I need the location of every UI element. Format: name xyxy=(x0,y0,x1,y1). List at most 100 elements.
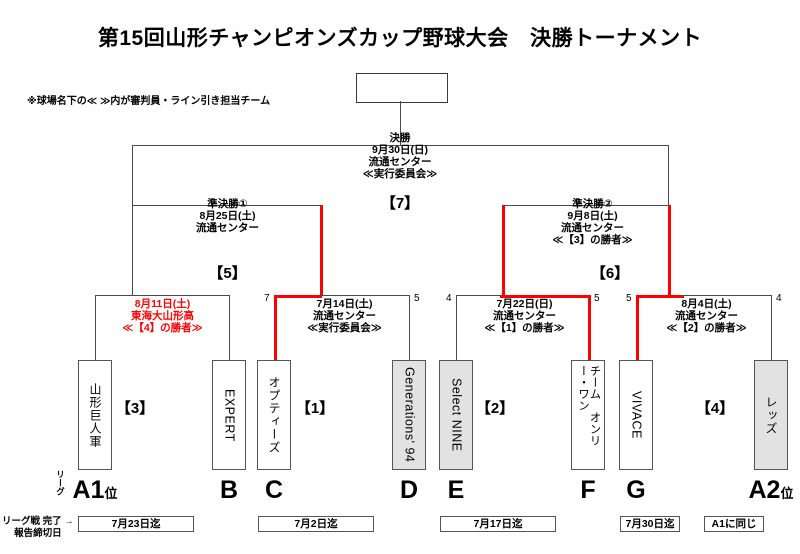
group-rank-8: 位 xyxy=(780,486,794,501)
team-name-6: チーム オンリー・ワン xyxy=(577,365,601,446)
team-name-7: VIVACE xyxy=(629,391,644,439)
quarterfinal-1-match-no: 【3】 xyxy=(115,400,155,417)
final-officials: ≪実行委員会≫ xyxy=(362,168,438,180)
quarterfinal-3-score-right: 5 xyxy=(594,293,600,304)
group-rank-1: 位 xyxy=(104,486,118,501)
team-name-1: 山形巨人軍 xyxy=(88,382,102,448)
final-match-no: 【7】 xyxy=(380,195,420,212)
quarterfinal-4-date: 8月4日(土) xyxy=(681,298,732,310)
team-box-5[interactable]: Select NINE xyxy=(439,360,473,470)
semifinal-2-officials: ≪【3】の勝者≫ xyxy=(552,234,633,246)
semifinal-1-date: 8月25日(土) xyxy=(199,210,256,222)
group-letter-7: G xyxy=(626,476,646,504)
quarterfinal-4-officials: ≪【2】の勝者≫ xyxy=(666,322,747,334)
group-letter-3: C xyxy=(264,476,284,504)
semifinal-1-left-drop-line xyxy=(132,205,134,295)
quarterfinal-2-right-drop-line xyxy=(409,295,411,360)
quarterfinal-3-bar-line-winner xyxy=(500,295,590,298)
final-right-drop-line xyxy=(668,145,670,205)
league-vertical-label: リーグ xyxy=(55,470,66,496)
quarterfinal-4-venue: 流通センター xyxy=(675,310,738,322)
deadline-box-3: 7月17日迄 xyxy=(440,516,556,532)
semifinal-2-round-label: 準決勝② xyxy=(572,198,613,210)
team-name-4: Generations' 94 xyxy=(402,367,417,463)
officials-note: ※球場名下の≪ ≫内が審判員・ライン引き担当チーム xyxy=(27,96,271,107)
team-box-8[interactable]: レッズ xyxy=(754,360,788,470)
final-left-drop-line xyxy=(132,145,134,205)
quarterfinal-3-venue: 流通センター xyxy=(493,310,556,322)
deadline-label: リーグ戦 完了 → 報告締切日 xyxy=(2,516,74,540)
quarterfinal-3-bar-line xyxy=(456,295,504,297)
quarterfinal-4-score-left: 5 xyxy=(626,293,632,304)
page-title: 第15回山形チャンピオンズカップ野球大会 決勝トーナメント xyxy=(97,27,703,50)
semifinal-2-venue: 流通センター xyxy=(561,222,624,234)
group-label-8: A2位 xyxy=(741,478,800,503)
team-name-8: レッズ xyxy=(764,395,778,435)
final-bar-line xyxy=(132,145,669,147)
quarterfinal-4-left-drop-line-winner xyxy=(636,295,639,360)
quarterfinal-3-left-drop-line xyxy=(456,295,458,360)
quarterfinal-3-officials: ≪【1】の勝者≫ xyxy=(484,322,565,334)
group-label-6: F xyxy=(558,478,618,503)
quarterfinal-2-score-left: 7 xyxy=(264,293,270,304)
semifinal-1-venue: 流通センター xyxy=(196,222,259,234)
quarterfinal-3-score-left: 4 xyxy=(446,293,452,304)
quarterfinal-2-officials: ≪実行委員会≫ xyxy=(307,322,382,334)
quarterfinal-3-right-drop-line-winner xyxy=(588,295,591,360)
group-label-7: G xyxy=(606,478,666,503)
team-box-6[interactable]: チーム オンリー・ワン xyxy=(571,360,605,470)
final-venue: 流通センター xyxy=(368,156,432,168)
group-letter-1: A1 xyxy=(72,476,105,504)
quarterfinal-2-match-no: 【1】 xyxy=(295,400,335,417)
quarterfinal-1-officials: ≪【4】の勝者≫ xyxy=(122,322,203,334)
semifinal-1-right-drop-line-winner xyxy=(320,205,323,295)
group-label-2: B xyxy=(199,478,259,503)
quarterfinal-1-venue: 東海大山形高 xyxy=(131,310,194,322)
team-name-3: オプティーズ xyxy=(267,376,281,454)
deadline-box-1: 7月23日迄 xyxy=(78,516,194,532)
team-name-5: Select NINE xyxy=(449,378,464,452)
team-box-1[interactable]: 山形巨人軍 xyxy=(78,360,112,470)
quarterfinal-4-right-drop-line xyxy=(771,295,773,360)
quarterfinal-2-venue: 流通センター xyxy=(313,310,376,322)
group-label-5: E xyxy=(426,478,486,503)
semifinal-2-match-no: 【6】 xyxy=(590,265,630,282)
group-letter-2: B xyxy=(219,476,239,504)
quarterfinal-1-left-drop-line xyxy=(95,295,97,360)
group-letter-4: D xyxy=(399,476,419,504)
quarterfinal-2-date: 7月14日(土) xyxy=(316,298,373,310)
final-round-label: 決勝 xyxy=(389,132,411,144)
team-box-3[interactable]: オプティーズ xyxy=(257,360,291,470)
group-letter-6: F xyxy=(580,476,596,504)
deadline-box-2: 7月2日迄 xyxy=(258,516,374,532)
quarterfinal-3-match-no: 【2】 xyxy=(475,400,515,417)
team-box-7[interactable]: VIVACE xyxy=(619,360,653,470)
quarterfinal-1-bar-line xyxy=(95,295,230,297)
semifinal-1-round-label: 準決勝① xyxy=(207,198,248,210)
semifinal-2-bar-line xyxy=(502,205,668,207)
quarterfinal-4-match-no: 【4】 xyxy=(695,400,735,417)
final-stem-line xyxy=(400,101,402,145)
champion-box xyxy=(356,73,448,103)
quarterfinal-1-date: 8月11日(土) xyxy=(134,298,191,310)
group-label-1: A1位 xyxy=(65,478,125,503)
final-date: 9月30日(日) xyxy=(371,144,428,156)
quarterfinal-2-bar-line xyxy=(320,295,410,297)
quarterfinal-2-score-right: 5 xyxy=(414,293,420,304)
group-letter-5: E xyxy=(447,476,465,504)
team-box-2[interactable]: EXPERT xyxy=(212,360,246,470)
group-letter-8: A2 xyxy=(748,476,781,504)
semifinal-2-right-drop-line-winner xyxy=(668,205,671,295)
deadline-box-4: 7月30日迄 xyxy=(620,516,680,532)
group-label-3: C xyxy=(244,478,304,503)
quarterfinal-1-right-drop-line xyxy=(229,295,231,360)
deadline-label-line1: リーグ戦 完了 → xyxy=(2,516,74,527)
semifinal-2-left-drop-line-winner xyxy=(502,205,505,295)
team-box-4[interactable]: Generations' 94 xyxy=(392,360,426,470)
semifinal-1-match-no: 【5】 xyxy=(208,265,247,282)
semifinal-2-date: 9月8日(土) xyxy=(567,210,618,222)
group-label-4: D xyxy=(379,478,439,503)
quarterfinal-4-bar-line xyxy=(682,295,772,297)
deadline-label-line2: 報告締切日 xyxy=(14,528,62,539)
